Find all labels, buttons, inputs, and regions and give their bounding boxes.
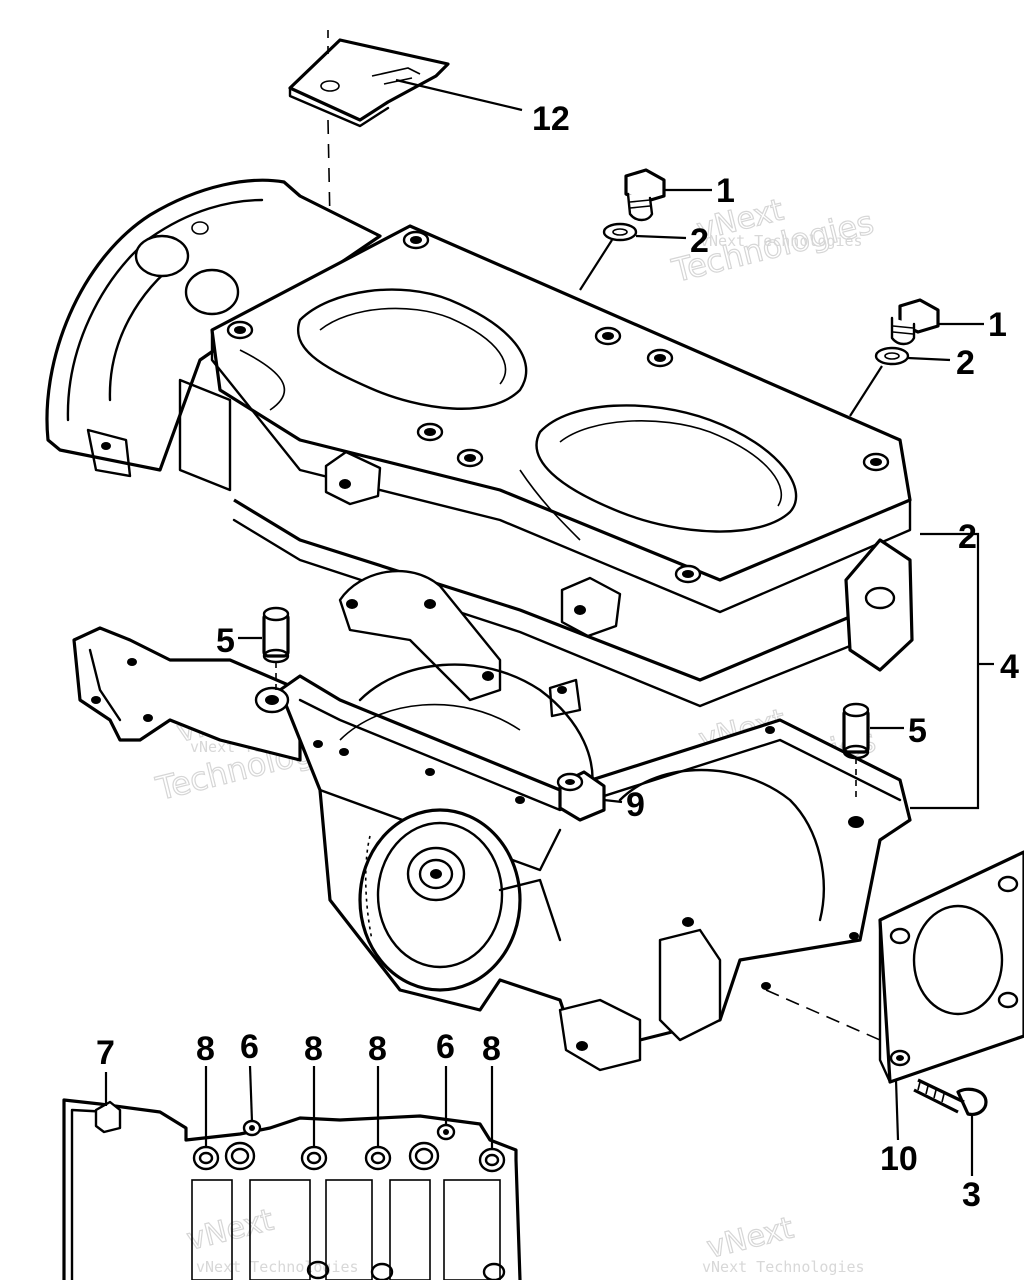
callout-8-b: 8 [304,1030,323,1068]
callout-10: 10 [880,1140,918,1178]
callout-3: 3 [962,1176,981,1214]
callout-6-a: 6 [240,1028,259,1066]
watermark-line: vNext Technologies [700,232,863,250]
upper-crankcase [45,178,914,718]
watermark-line: vNext Technologies [702,1258,865,1276]
leader-lines [104,78,994,1176]
part-5-dowel-left [262,606,290,690]
part-2-washer-upper [602,222,638,242]
callout-labels: 12 1 2 1 2 2 4 5 5 9 10 3 7 8 6 8 8 6 8 [96,100,1019,1214]
part-12-bracket [288,30,450,225]
lower-crankcase [72,626,912,1072]
callout-6-b: 6 [436,1028,455,1066]
callout-12: 12 [532,100,570,138]
callout-7: 7 [96,1034,115,1072]
callout-2-upper: 2 [690,222,709,260]
watermark-line: vNext Technologies [196,1258,359,1276]
callout-8-a: 8 [196,1030,215,1068]
deck-holes [226,230,890,584]
watermark-brand: vNext [183,1203,277,1258]
callout-4: 4 [1000,648,1019,686]
part-9-bushing [556,770,606,822]
part-10-cover-plate [765,850,1024,1084]
callout-2-lower: 2 [956,344,975,382]
callout-5-left: 5 [216,622,235,660]
part-3-screw [913,1078,988,1116]
part-1-drain-bolt-upper [624,168,666,222]
part-1-drain-bolt-lower [890,298,940,346]
callout-9: 9 [626,786,645,824]
callout-8-c: 8 [368,1030,387,1068]
callout-1-lower: 1 [988,306,1007,344]
gasket-part-6-7-8 [62,1098,522,1280]
lower-flange-holes [313,726,864,990]
part-2-washer-lower [874,346,910,366]
callout-5-right: 5 [908,712,927,750]
callout-2-bracket: 2 [958,518,977,556]
callout-1-upper: 1 [716,172,735,210]
callout-8-d: 8 [482,1030,501,1068]
part-5-dowel-right [842,702,870,800]
